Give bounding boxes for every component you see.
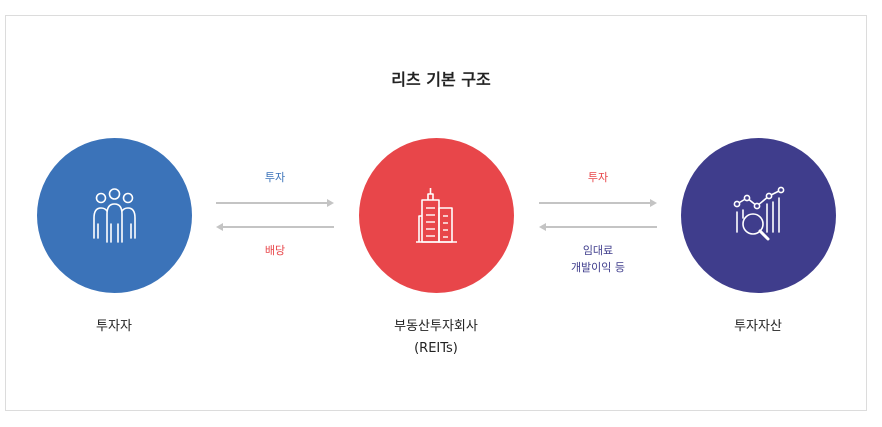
node-asset <box>681 138 836 293</box>
arrow-dividend-head <box>216 223 223 231</box>
flow-label-dev-profit: 개발이익 등 <box>570 261 626 274</box>
node-label-reits: 부동산투자회사 <box>394 319 478 334</box>
node-reits <box>359 138 514 293</box>
flow-label-invest-right: 투자 <box>587 171 609 184</box>
flow-label-invest-left: 투자 <box>264 171 286 184</box>
diagram-frame <box>5 15 867 411</box>
analytics-icon <box>733 186 785 241</box>
arrow-invest-left-head <box>327 199 334 207</box>
building-icon <box>416 188 457 243</box>
arrow-invest-right-head <box>650 199 657 207</box>
node-label-asset: 투자자산 <box>734 319 782 334</box>
node-label-investor: 투자자 <box>96 319 132 334</box>
people-icon <box>93 188 136 243</box>
flow-label-rent: 임대료 <box>582 244 614 257</box>
arrow-income-head <box>539 223 546 231</box>
diagram-title: 리츠 기본 구조 <box>391 70 491 89</box>
node-investor <box>37 138 192 293</box>
flow-label-dividend: 배당 <box>264 244 286 257</box>
node-sublabel-reits: (REITs) <box>414 341 458 356</box>
